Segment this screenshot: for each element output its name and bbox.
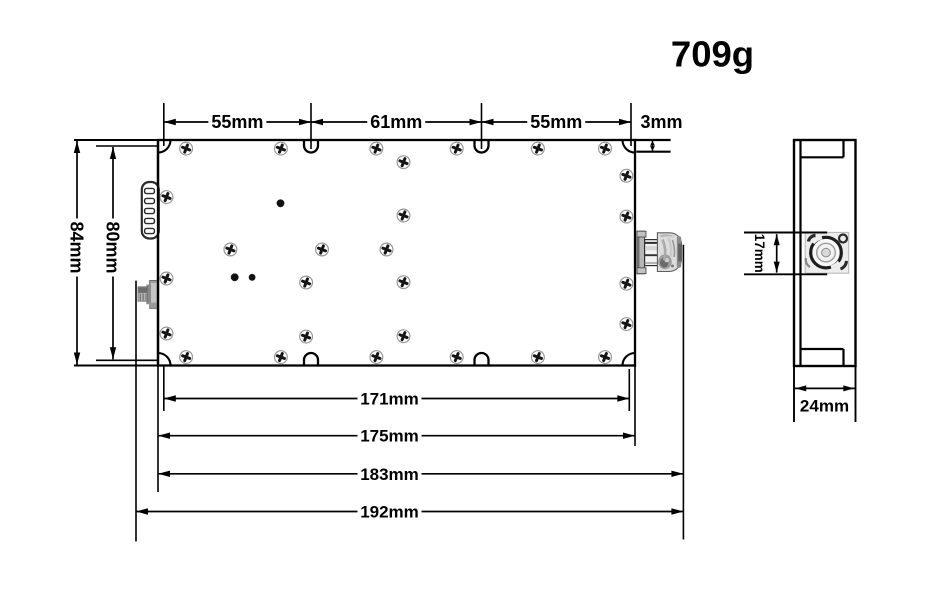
svg-text:183mm: 183mm [360,465,419,484]
svg-text:17mm: 17mm [752,234,767,273]
svg-text:84mm: 84mm [67,221,87,273]
svg-text:171mm: 171mm [360,390,419,409]
svg-text:55mm: 55mm [211,112,263,132]
svg-text:61mm: 61mm [370,112,422,132]
svg-text:175mm: 175mm [360,427,419,446]
svg-text:55mm: 55mm [530,112,582,132]
svg-text:709g: 709g [671,34,754,75]
svg-text:24mm: 24mm [800,397,849,416]
svg-text:80mm: 80mm [103,221,123,273]
svg-text:3mm: 3mm [641,112,683,132]
svg-text:192mm: 192mm [360,503,419,522]
